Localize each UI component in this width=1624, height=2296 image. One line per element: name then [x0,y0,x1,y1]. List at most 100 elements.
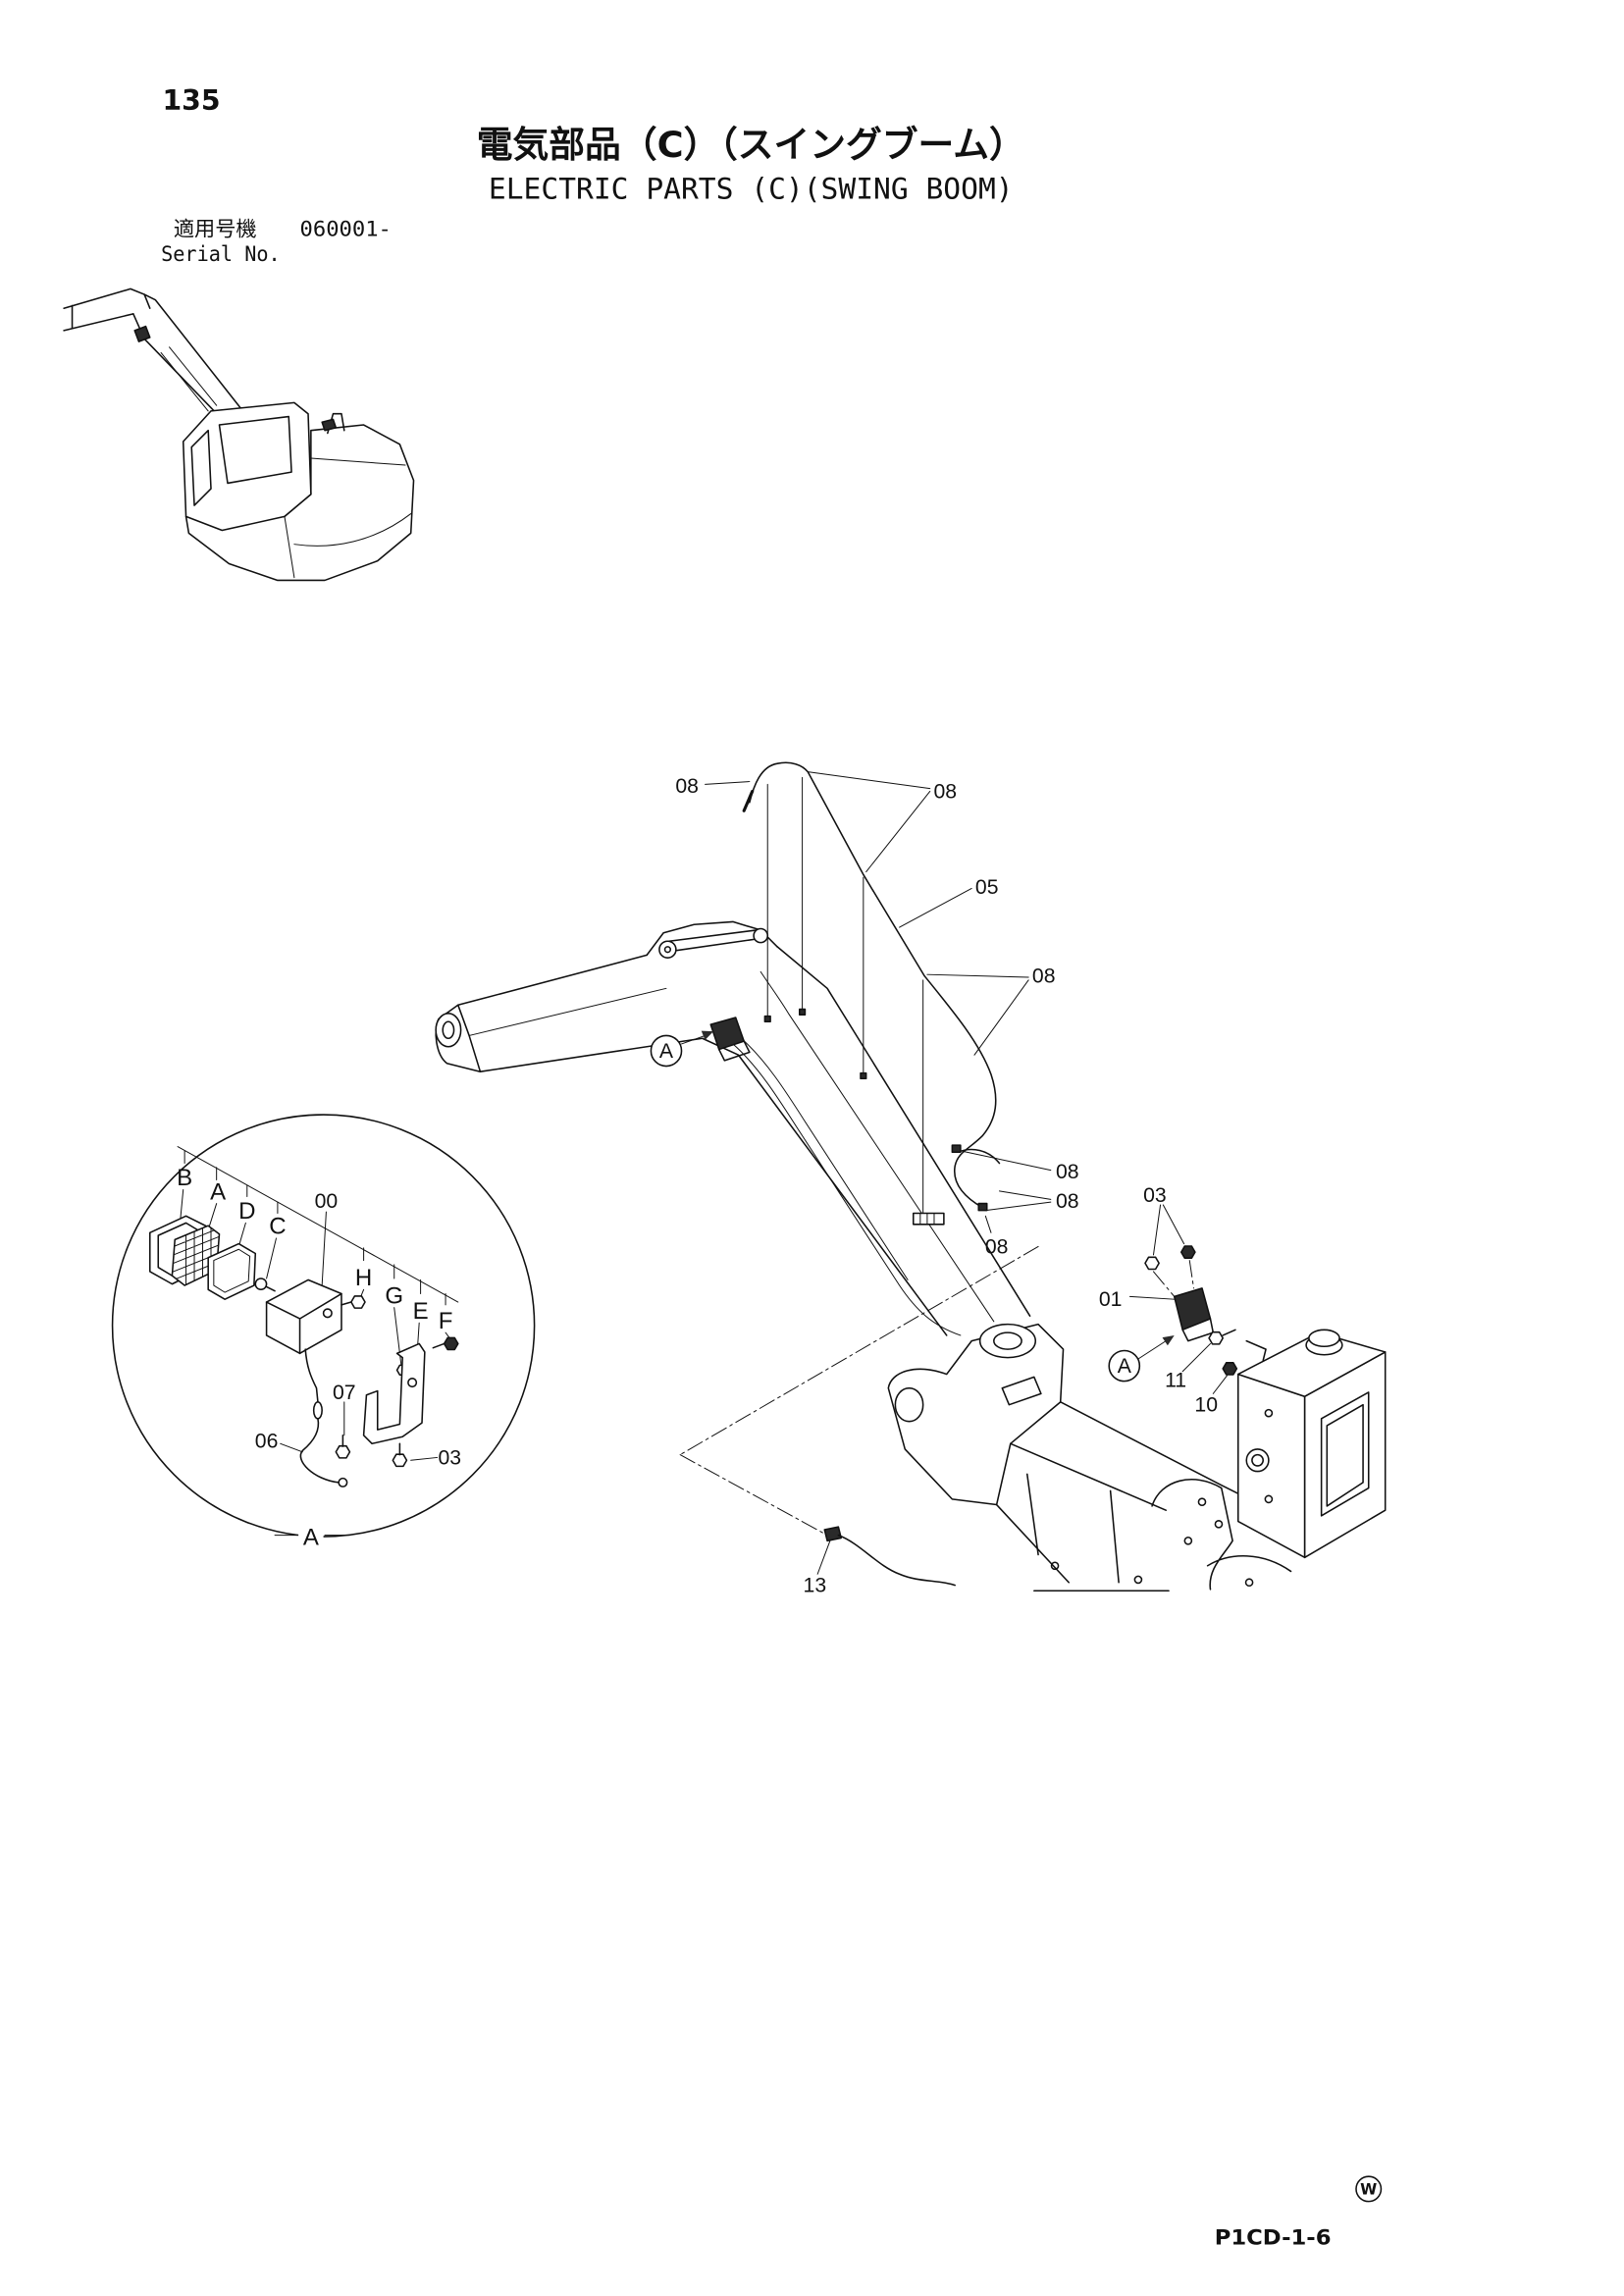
callout-08-f: 08 [985,1236,1009,1259]
harness-06 [299,1418,340,1484]
connector-13-wire [837,1534,956,1587]
cylinder-pin-rear [658,940,677,959]
view-arrow-boom-shaft [681,1034,707,1045]
view-marker-circle-boom [650,1034,683,1068]
page-number: 135 [163,84,221,117]
boom-wiring [732,1037,962,1336]
bolt-03-right [1179,1245,1196,1259]
view-marker-cab: A [1118,1355,1132,1378]
machine-thumbnail [63,287,415,582]
clamp-2 [798,1008,807,1016]
detail-view-a: B A D C H G E F 00 07 06 03 A [111,1114,536,1551]
callout-08-a: 08 [675,775,699,798]
reference-line-upper [679,1245,1039,1456]
detail-title-mask [298,1524,324,1549]
detail-part-leaders [180,1188,450,1366]
swing-post-pin-boss [978,1323,1037,1359]
footer: W P1CD-1-6 [1215,2175,1383,2250]
page-code: P1CD-1-6 [1215,2225,1332,2250]
leader-13 [816,1539,831,1575]
bracket-e-hole [407,1378,418,1388]
reference-line-lower [679,1454,828,1537]
swing-post-window [1001,1376,1042,1406]
part-letter-f: F [439,1308,453,1334]
bolt-07 [335,1444,351,1459]
boom-face-line [760,970,995,1323]
callout-01: 01 [1099,1288,1123,1311]
tank-bolt-2 [1264,1494,1274,1504]
swing-post [887,1323,1065,1506]
clamp-3 [860,1071,867,1080]
view-arrow-cab-head [1162,1334,1175,1346]
thumb-cab-side-window [190,429,212,506]
nut-10 [1222,1362,1238,1376]
w-mark-icon [1355,2175,1383,2203]
frame-bolt-2 [1214,1520,1224,1529]
arm-tip-pin-boss [435,1013,462,1048]
cylinder-pin-front [753,927,769,944]
lamp-housing-boss [322,1308,333,1319]
cylinder-pin-rear-hole [663,946,671,954]
view-marker-boom: A [659,1040,674,1063]
leader-01 [1128,1295,1176,1300]
bolt-f [443,1336,459,1351]
tank-inspection-cover [1320,1391,1370,1517]
lamp-gasket-d-inner [213,1248,251,1293]
callout-03: 03 [1143,1184,1167,1207]
harness-end-connector [742,789,755,812]
part-letter-d: D [238,1198,255,1225]
tank-filler-cap [1308,1329,1340,1348]
part-letter-h: H [355,1265,372,1291]
swing-post-pin-hole [993,1331,1022,1350]
frame-bolt-4 [1244,1578,1254,1588]
detail-label-ticks [183,1150,446,1306]
callout-03-detail: 03 [439,1447,462,1470]
thumb-hood-lines [284,457,412,579]
w-mark-letter: W [1360,2181,1377,2199]
view-marker-circle-cab [1108,1349,1141,1383]
frame-bolt-6 [1133,1575,1143,1585]
callout-00: 00 [315,1190,339,1213]
serial-label-english: Serial No. [161,242,281,267]
boom-upper-edge [776,946,1031,1317]
part-letter-b: B [177,1165,192,1191]
frame-side-plate [1151,1479,1292,1591]
callout-08-b: 08 [933,781,957,804]
callout-08-e: 08 [1056,1190,1079,1213]
thumb-boom-cylinder [160,346,218,412]
tank-lamp-mount [1245,1339,1267,1362]
leader-08-e [984,1190,1052,1212]
tank-bolt-1 [1264,1408,1274,1418]
frame-lower-edges [995,1473,1170,1592]
bolt-h [350,1295,366,1309]
arm-face-line [468,987,667,1036]
tank-port [1245,1448,1270,1473]
detail-title: A [303,1525,319,1551]
bolt-h-shaft [341,1301,352,1306]
title-japanese: 電気部品（C）（スイングブーム） [477,124,1025,166]
lamp-bulb-c [254,1278,268,1291]
frame-bolt-1 [1197,1497,1207,1507]
callout-08-c: 08 [1032,965,1056,988]
lamp-cable [304,1348,319,1403]
part-letter-a: A [210,1178,226,1205]
bolt-f-shaft [432,1342,445,1349]
connector-08-lower [977,1202,988,1212]
harness-06-terminal [338,1477,348,1487]
leader-08-f [984,1215,992,1233]
boom-lamp-bracket [717,1040,751,1062]
callout-05: 05 [975,876,999,899]
connector-08-upper [951,1144,962,1154]
callout-13: 13 [804,1575,827,1597]
lamp-housing-00-edges [265,1292,342,1355]
callout-06: 06 [255,1431,279,1453]
tank-top-face [1236,1331,1387,1397]
harness-06-connector [312,1401,323,1420]
swing-post-ear [894,1386,924,1423]
view-arrow-boom-head [701,1030,714,1040]
bolt-11 [1208,1331,1224,1345]
thumb-rear-lamp [321,418,338,432]
title-english: ELECTRIC PARTS (C)(SWING BOOM) [489,172,1014,206]
